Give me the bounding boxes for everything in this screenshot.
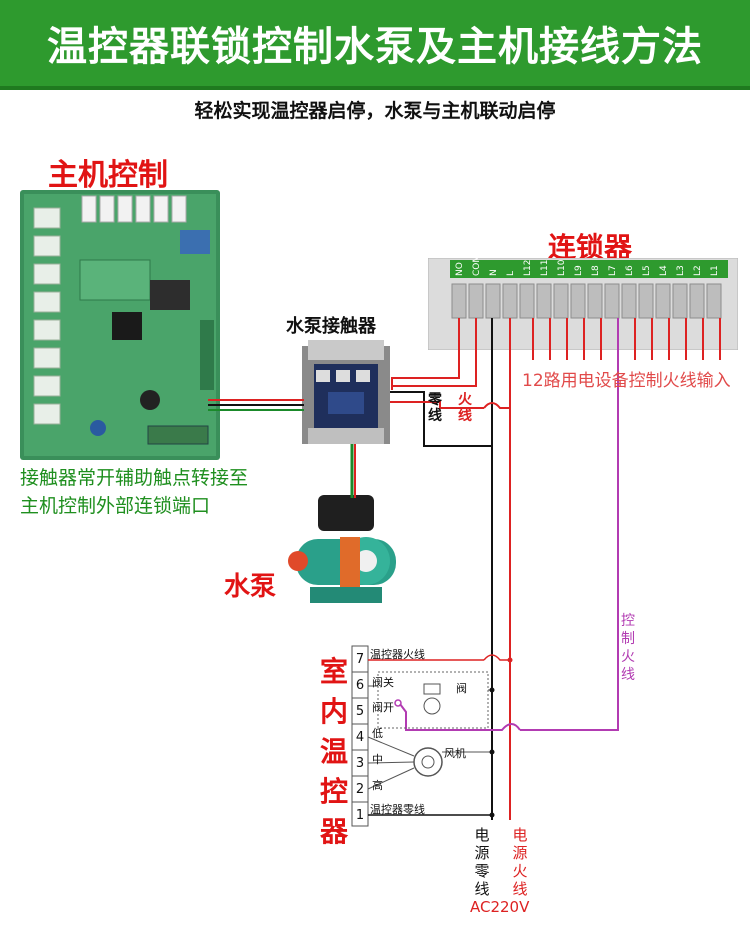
term-num-1: 1 <box>355 808 365 823</box>
main-control-board <box>20 190 220 460</box>
contactor-live-wire <box>390 401 484 409</box>
term-label-7: 温控器火线 <box>370 648 425 661</box>
neutral-label-1: 零 <box>428 392 442 408</box>
term-num-6: 6 <box>355 678 365 693</box>
thermostat-label: 室 内 温 控 器 <box>319 655 348 848</box>
valve-label: 阀 <box>456 682 467 695</box>
live-label-2: 线 <box>458 408 472 424</box>
term-num-2: 2 <box>355 782 365 797</box>
term-num-5: 5 <box>355 704 365 719</box>
term-label-6: 阀关 <box>372 676 394 689</box>
neutral-label-2: 线 <box>428 408 442 424</box>
live-label-1: 火 <box>458 392 472 408</box>
thermostat-terminal-block <box>351 645 369 827</box>
term-num-3: 3 <box>355 756 365 771</box>
term-label-3: 中 <box>372 753 383 766</box>
water-pump-image <box>286 495 406 607</box>
contactor-label: 水泵接触器 <box>286 316 376 337</box>
term-label-4: 低 <box>372 727 383 740</box>
interlock-live-inputs <box>532 318 721 360</box>
main-control-note-1: 接触器常开辅助触点转接至 <box>20 467 249 489</box>
term-num-7: 7 <box>355 652 365 667</box>
pcb-image <box>20 190 220 460</box>
control-live-wire <box>520 318 619 731</box>
com-wire <box>392 318 477 387</box>
control-live-label: 控 制 火 线 <box>621 613 635 683</box>
term-num-4: 4 <box>355 730 365 745</box>
main-control-label: 主机控制 <box>48 158 168 193</box>
fan-label: 风机 <box>444 747 466 760</box>
term-label-2: 高 <box>372 779 383 792</box>
main-control-note-2: 主机控制外部连锁端口 <box>20 495 211 517</box>
term-label-1: 温控器零线 <box>370 803 425 816</box>
page-title: 温控器联锁控制水泵及主机接线方法 <box>47 24 703 70</box>
supply-label: AC220V <box>470 898 530 916</box>
title-banner: 温控器联锁控制水泵及主机接线方法 <box>0 0 750 90</box>
power-neutral-label: 电 源 零 线 <box>474 826 490 898</box>
pump-label: 水泵 <box>224 572 277 602</box>
water-pump-contactor <box>302 340 390 444</box>
no-wire <box>391 318 460 390</box>
interlock-note: 12路用电设备控制火线输入 <box>522 371 731 391</box>
term-label-5: 阀开 <box>372 701 394 714</box>
contactor-neutral-wire <box>390 391 492 447</box>
page-subtitle: 轻松实现温控器启停，水泵与主机联动启停 <box>194 100 556 122</box>
power-live-label: 电 源 火 线 <box>512 826 528 898</box>
